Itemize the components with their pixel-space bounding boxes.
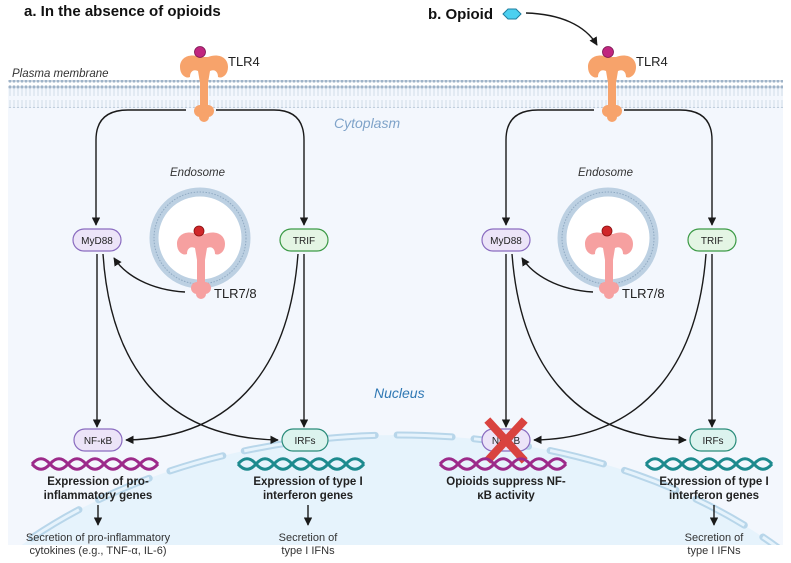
secretion-right-line2-b: type I IFNs — [687, 545, 741, 557]
opioid-to-tlr4-arrow — [525, 12, 598, 46]
tlr4-to-trif-arrow-b — [624, 109, 717, 226]
trif-label-b: TRIF — [701, 236, 723, 247]
tlr4-to-myd88-arrow — [91, 109, 186, 226]
panel-a: TLR4 Endosome TLR7/8 MyD88 TRIF NF-κB IR… — [26, 46, 366, 557]
gene-right-line2-b: interferon genes — [669, 490, 759, 502]
suppress-line2: κB activity — [477, 490, 535, 502]
trif-label: TRIF — [293, 236, 315, 247]
myd88-node-b — [481, 228, 531, 252]
tlr4-to-trif-arrow — [216, 109, 309, 226]
myd88-to-irfs-arrow — [102, 253, 279, 445]
suppress-line1: Opioids suppress NF- — [446, 476, 566, 488]
plasma-membrane-label: Plasma membrane — [12, 68, 109, 80]
myd88-node — [72, 228, 122, 252]
gene-right-line2: interferon genes — [263, 490, 353, 502]
panel-b: TLR4 Endosome TLR7/8 MyD88 TRIF NF-κB IR… — [438, 46, 774, 557]
irfs-label: IRFs — [294, 436, 315, 447]
tlr4-to-myd88-arrow-b — [501, 109, 594, 226]
tlr4-ligand-icon-b — [602, 46, 614, 58]
tlr78-label-b: TLR7/8 — [622, 286, 665, 301]
trif-node-b — [687, 228, 737, 252]
tlr4-label: TLR4 — [228, 54, 260, 69]
panel-b-title: b. Opioid — [428, 6, 493, 23]
tlr78-to-myd88-arrow-b — [521, 257, 594, 293]
secretion-right-line2: type I IFNs — [281, 545, 335, 557]
nfkb-node — [73, 428, 123, 452]
nfkb-label: NF-κB — [84, 436, 113, 447]
nuclear-envelope-inner — [19, 433, 777, 545]
tlr78-ligand-icon — [193, 225, 205, 237]
red-x-icon — [484, 417, 528, 464]
trif-to-nfkb-arrow-b — [533, 253, 707, 445]
tlr78-label: TLR7/8 — [214, 286, 257, 301]
gene-left-line2: inflammatory genes — [44, 490, 153, 502]
myd88-label: MyD88 — [81, 236, 113, 247]
trif-node — [279, 228, 329, 252]
plasma-membrane — [8, 80, 783, 108]
tlr4-ligand-icon — [194, 46, 206, 58]
endosome-label-b: Endosome — [578, 167, 633, 179]
gene-left-line1: Expression of pro- — [47, 476, 149, 488]
secretion-left-line1: Secretion of pro-inflammatory — [26, 532, 171, 544]
tlr78-to-myd88-arrow — [113, 257, 186, 293]
secretion-right-line1-b: Secretion of — [685, 532, 745, 544]
myd88-to-irfs-arrow-b — [511, 253, 687, 445]
secretion-right-line1: Secretion of — [279, 532, 339, 544]
panel-a-title: a. In the absence of opioids — [24, 3, 221, 20]
trif-to-nfkb-arrow — [125, 253, 299, 445]
irfs-node-b — [689, 428, 737, 452]
gene-right-line1-b: Expression of type I — [659, 476, 768, 488]
myd88-label-b: MyD88 — [490, 236, 522, 247]
nucleus-label: Nucleus — [374, 385, 425, 401]
endosome-label: Endosome — [170, 167, 225, 179]
cytoplasm-label: Cytoplasm — [334, 115, 400, 131]
secretion-left-line2: cytokines (e.g., TNF-α, IL-6) — [30, 545, 167, 557]
opioid-molecule-icon — [502, 8, 522, 20]
irfs-label-b: IRFs — [702, 436, 723, 447]
gene-right-line1: Expression of type I — [253, 476, 362, 488]
irfs-node — [281, 428, 329, 452]
tlr4-label-b: TLR4 — [636, 54, 668, 69]
tlr78-ligand-icon-b — [601, 225, 613, 237]
